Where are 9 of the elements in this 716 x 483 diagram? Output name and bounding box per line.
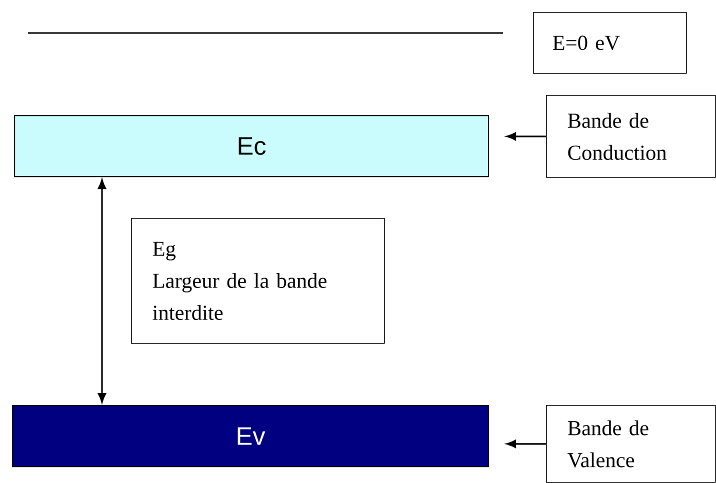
text-box: Bande de Conduction — [546, 95, 716, 178]
energy-band: Ev — [12, 405, 490, 468]
text-box: E=0 eV — [533, 12, 687, 74]
text-box: Bande de Valence — [546, 405, 716, 483]
arrow — [506, 132, 546, 140]
energy-band: Ec — [14, 115, 490, 178]
arrow — [506, 440, 546, 448]
arrow — [98, 179, 106, 403]
text-box: Eg Largeur de la bande interdite — [131, 218, 385, 344]
